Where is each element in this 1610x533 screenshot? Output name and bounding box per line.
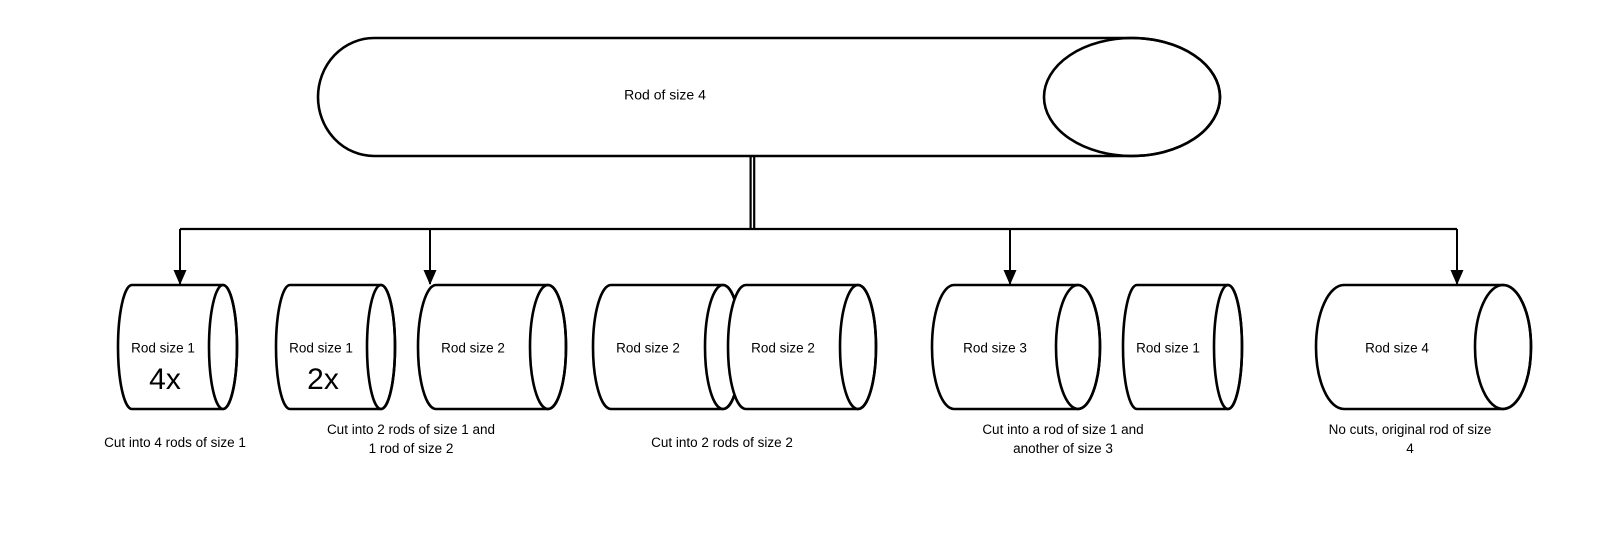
rod-node-4-1[interactable]: Rod size 3 (930, 283, 1102, 411)
branch-caption-line: 4 (1406, 441, 1414, 456)
branch-caption-line: Cut into a rod of size 1 and (982, 422, 1143, 437)
connector-tree (173, 156, 1464, 285)
rod-node-5-1[interactable]: Rod size 4 (1314, 283, 1533, 411)
rod-node-label: Rod size 1 (1136, 341, 1200, 356)
branch-caption-4: Cut into a rod of size 1 and another of s… (982, 422, 1143, 456)
branch-caption-5: No cuts, original rod of size 4 (1329, 422, 1492, 456)
rod-node-2-1[interactable]: Rod size 1 2x (274, 283, 397, 411)
rod-node-label: Rod size 2 (751, 341, 815, 356)
branch-arrow-head-2 (423, 270, 437, 285)
branch-caption-line: 1 rod of size 2 (369, 441, 454, 456)
rod-node-3-1[interactable]: Rod size 2 (591, 283, 743, 411)
branch-arrow-head-3 (1003, 270, 1017, 285)
rod-cylinder-cap-ellipse (1054, 283, 1102, 411)
branch-arrow-head-4 (1450, 270, 1464, 285)
rod-node-label: Rod size 1 (289, 341, 353, 356)
branch-caption-3: Cut into 2 rods of size 2 (651, 435, 793, 450)
branch-group-5: Rod size 4 (1314, 283, 1533, 411)
rod-node-label: Rod size 2 (441, 341, 505, 356)
root-cylinder-cap-ellipse (1042, 36, 1222, 158)
branch-caption-line: Cut into 2 rods of size 1 and (327, 422, 495, 437)
rod-cylinder-cap-ellipse (1212, 283, 1244, 411)
branch-group-1: Rod size 1 4x (116, 283, 239, 411)
rod-cylinder-cap-ellipse (207, 283, 239, 411)
branch-caption-2: Cut into 2 rods of size 1 and 1 rod of si… (327, 422, 495, 456)
rod-node-multiplier: 4x (149, 363, 181, 396)
root-node-label: Rod of size 4 (624, 87, 706, 103)
rod-node-multiplier: 2x (307, 363, 339, 396)
branch-group-3: Rod size 2 Rod size 2 (591, 283, 878, 411)
branch-arrow-head-1 (173, 270, 187, 285)
rod-cylinder-cap-ellipse (1473, 283, 1533, 411)
rod-cylinder-cap-ellipse (528, 283, 568, 411)
branch-caption-1: Cut into 4 rods of size 1 (104, 435, 246, 450)
branch-group-4: Rod size 3 Rod size 1 (930, 283, 1244, 411)
rod-cylinder-cap-ellipse (365, 283, 397, 411)
rod-node-label: Rod size 1 (131, 341, 195, 356)
rod-node-label: Rod size 3 (963, 341, 1027, 356)
branch-caption-line: Cut into 2 rods of size 2 (651, 435, 793, 450)
branch-captions-group: Cut into 4 rods of size 1 Cut into 2 rods… (104, 422, 1491, 456)
connector-arrows-group (173, 229, 1464, 285)
branch-caption-line: Cut into 4 rods of size 1 (104, 435, 246, 450)
rod-node-label: Rod size 4 (1365, 341, 1429, 356)
root-cylinder-body (316, 36, 1222, 158)
rod-cylinder-cap-ellipse (838, 283, 878, 411)
rod-node-2-2[interactable]: Rod size 2 (416, 283, 568, 411)
root-node-rod-of-size-4[interactable]: Rod of size 4 (316, 36, 1222, 158)
branch-caption-line: another of size 3 (1013, 441, 1113, 456)
rod-node-3-2[interactable]: Rod size 2 (726, 283, 878, 411)
rod-node-1-1[interactable]: Rod size 1 4x (116, 283, 239, 411)
branch-group-2: Rod size 1 2x Rod size 2 (274, 283, 568, 411)
rod-node-label: Rod size 2 (616, 341, 680, 356)
rod-node-4-2[interactable]: Rod size 1 (1121, 283, 1244, 411)
branch-caption-line: No cuts, original rod of size (1329, 422, 1492, 437)
